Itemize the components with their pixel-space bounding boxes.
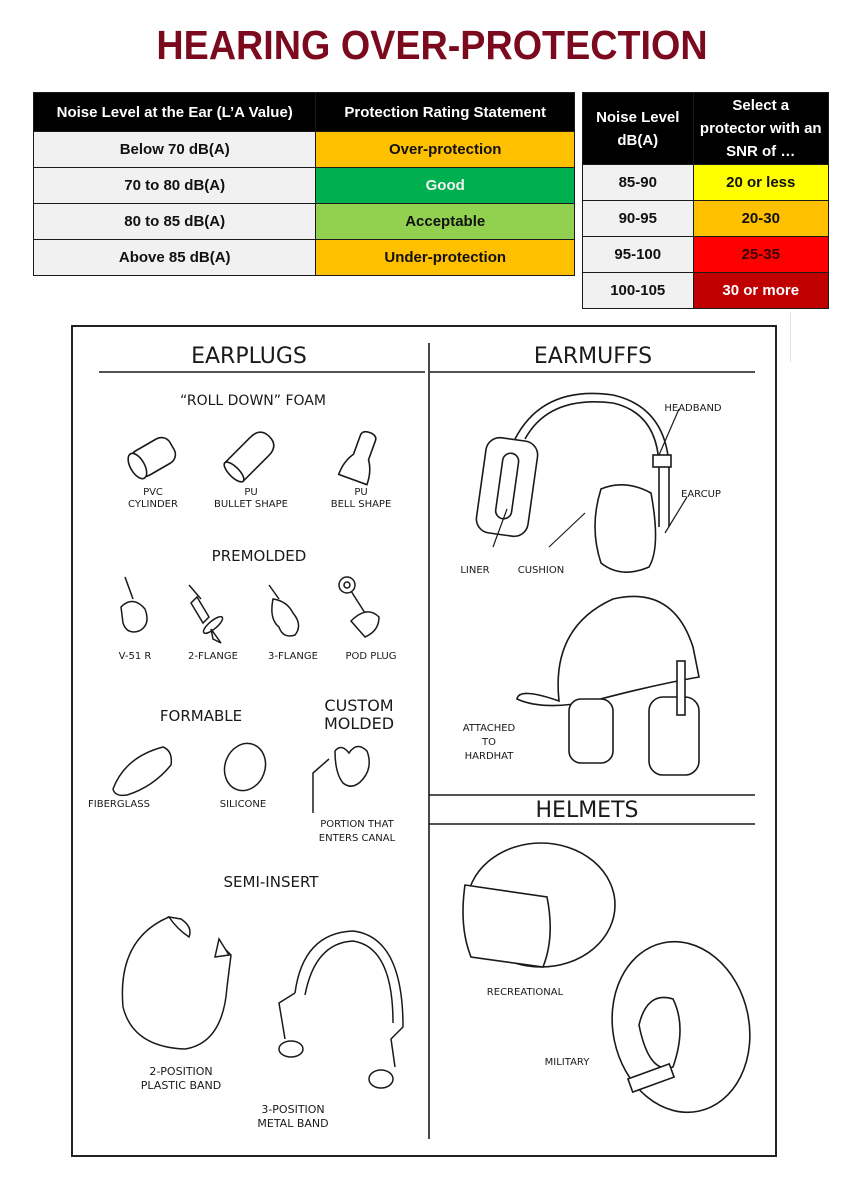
table-row: 95-100 25-35 — [582, 236, 829, 273]
recreational-label: RECREATIONAL — [487, 987, 564, 998]
to-label: TO — [481, 737, 496, 748]
table-row: 85-90 20 or less — [582, 164, 829, 201]
earmuff-headset-icon — [475, 392, 672, 573]
bell-shape-label: BELL SHAPE — [331, 499, 392, 510]
custom-molded-earplug-icon — [334, 745, 370, 787]
rating-acceptable: Acceptable — [315, 203, 575, 240]
military-helmet-icon — [611, 940, 751, 1114]
pu-bell-icon — [337, 430, 377, 486]
recreational-helmet-icon — [462, 842, 616, 968]
silicone-earplug-icon — [223, 742, 267, 792]
v51r-label: V-51 R — [119, 651, 152, 662]
portion-that-label: PORTION THAT — [320, 819, 394, 830]
premolded-heading: PREMOLDED — [212, 547, 307, 565]
v51r-earplug-icon — [120, 576, 148, 633]
noise-level-cell: Above 85 dB(A) — [32, 239, 317, 276]
pod-plug-earplug-icon — [338, 576, 380, 638]
cushion-label: CUSHION — [518, 565, 564, 576]
hearing-protector-illustration: EARPLUGS EARMUFFS HELMETS “ROLL DOWN” FO… — [71, 325, 777, 1157]
rating-under-protection: Under-protection — [315, 239, 575, 276]
noise-level-cell: 95-100 — [582, 236, 694, 273]
metal-band-label: METAL BAND — [257, 1117, 328, 1130]
three-position-label: 3-POSITION — [261, 1103, 324, 1116]
rating-over-protection: Over-protection — [315, 131, 575, 168]
noise-level-cell: 100-105 — [582, 272, 694, 309]
semi-insert-heading: SEMI-INSERT — [224, 873, 320, 891]
header-select-protector-snr: Select a protector with an SNR of … — [692, 92, 829, 165]
pvc-label: PVC — [143, 487, 163, 498]
noise-level-cell: 80 to 85 dB(A) — [32, 203, 317, 240]
noise-level-cell: 70 to 80 dB(A) — [32, 167, 317, 204]
pu-bullet-icon — [223, 431, 275, 483]
table-row: Below 70 dB(A) Over-protection — [32, 131, 575, 168]
plastic-band-label: PLASTIC BAND — [141, 1079, 221, 1092]
custom-molded-heading-line1: CUSTOM — [324, 696, 393, 715]
pu-label: PU — [244, 487, 257, 498]
earmuffs-heading: EARMUFFS — [534, 344, 652, 369]
table-header-row: Noise Level dB(A) Select a protector wit… — [582, 92, 829, 165]
scan-artifact-line — [790, 312, 791, 362]
snr-selection-table: Noise Level dB(A) Select a protector wit… — [582, 92, 829, 309]
earcup-pointer — [664, 496, 688, 534]
fiberglass-label: FIBERGLASS — [88, 799, 150, 810]
table-row: 100-105 30 or more — [582, 272, 829, 309]
rating-good: Good — [315, 167, 575, 204]
two-flange-label: 2-FLANGE — [188, 651, 238, 662]
enters-canal-label: ENTERS CANAL — [319, 833, 396, 844]
header-noise-level-at-ear: Noise Level at the Ear (L’A Value) — [32, 92, 317, 132]
attached-label: ATTACHED — [463, 723, 516, 734]
rolldown-foam-heading: “ROLL DOWN” FOAM — [180, 393, 326, 409]
noise-level-cell: 85-90 — [582, 164, 694, 201]
pod-plug-label: POD PLUG — [346, 651, 397, 662]
liner-label: LINER — [460, 565, 489, 576]
hardhat-earmuff-icon — [516, 595, 700, 776]
illustration-canvas: EARPLUGS EARMUFFS HELMETS “ROLL DOWN” FO… — [88, 343, 755, 1139]
table-row: 70 to 80 dB(A) Good — [32, 167, 575, 204]
silicone-label: SILICONE — [220, 799, 266, 810]
two-position-label: 2-POSITION — [149, 1065, 212, 1078]
headband-pointer — [658, 408, 680, 456]
metal-band-semi-insert-icon — [278, 930, 404, 1089]
table-row: 80 to 85 dB(A) Acceptable — [32, 203, 575, 240]
snr-cell: 20-30 — [692, 200, 829, 237]
table-header-row: Noise Level at the Ear (L’A Value) Prote… — [32, 92, 575, 132]
earcup-label: EARCUP — [681, 489, 721, 500]
earplugs-heading: EARPLUGS — [191, 344, 307, 369]
three-flange-label: 3-FLANGE — [268, 651, 318, 662]
table-row: Above 85 dB(A) Under-protection — [32, 239, 575, 276]
noise-level-cell: 90-95 — [582, 200, 694, 237]
cylinder-label: CYLINDER — [128, 499, 178, 510]
formable-heading: FORMABLE — [160, 707, 242, 725]
three-flange-earplug-icon — [268, 584, 300, 637]
liner-pointer — [492, 508, 508, 548]
custom-molded-heading-line2: MOLDED — [324, 714, 394, 733]
canal-pointer-arrow — [312, 758, 330, 813]
two-flange-earplug-icon — [188, 584, 224, 644]
pu-label: PU — [354, 487, 367, 498]
military-label: MILITARY — [545, 1057, 591, 1068]
snr-cell: 25-35 — [692, 236, 829, 273]
table-row: 90-95 20-30 — [582, 200, 829, 237]
protection-rating-table: Noise Level at the Ear (L’A Value) Prote… — [32, 92, 575, 276]
snr-cell: 30 or more — [692, 272, 829, 309]
bullet-shape-label: BULLET SHAPE — [214, 499, 288, 510]
page-title: HEARING OVER-PROTECTION — [156, 22, 708, 68]
snr-cell: 20 or less — [692, 164, 829, 201]
header-protection-rating: Protection Rating Statement — [315, 92, 575, 132]
cushion-pointer — [548, 512, 586, 548]
pvc-cylinder-icon — [127, 436, 177, 480]
helmets-heading: HELMETS — [536, 798, 639, 823]
plastic-band-semi-insert-icon — [121, 915, 232, 1050]
header-noise-level-dba: Noise Level dB(A) — [582, 92, 694, 165]
headband-label: HEADBAND — [664, 403, 722, 414]
noise-level-cell: Below 70 dB(A) — [32, 131, 317, 168]
fiberglass-earplug-icon — [112, 746, 173, 797]
hardhat-label: HARDHAT — [465, 751, 515, 762]
